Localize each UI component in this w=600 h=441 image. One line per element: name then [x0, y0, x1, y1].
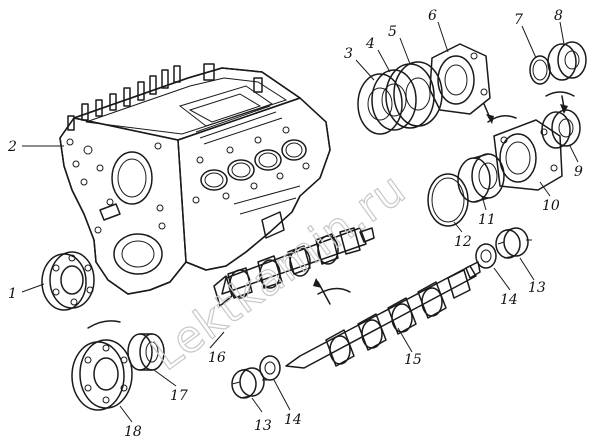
label-2: 2 [7, 139, 17, 155]
label-14-lower: 14 [284, 412, 302, 428]
assembly-bracket-2 [317, 287, 351, 295]
label-4: 4 [365, 36, 375, 52]
assembly-bracket-1 [87, 320, 121, 329]
label-13-lower: 13 [254, 418, 272, 434]
part-5-flange [385, 61, 443, 129]
part-15-crankshaft [285, 261, 481, 369]
label-3: 3 [344, 46, 353, 62]
cylinder-head-studs [67, 63, 263, 131]
part-17-roller-bearing [127, 333, 165, 371]
part-18-rear-bearing-cover [71, 339, 133, 411]
part-13-gear-lower [231, 367, 268, 399]
label-10: 10 [542, 198, 560, 214]
part-8-oil-seal [547, 41, 587, 81]
label-1: 1 [8, 286, 17, 302]
label-7: 7 [514, 12, 523, 28]
part-16-crankshaft-assembled [213, 227, 375, 307]
part-7-snap-ring [529, 55, 551, 85]
label-12: 12 [454, 234, 472, 250]
label-16: 16 [208, 350, 226, 366]
label-17: 17 [170, 388, 188, 404]
part-11-bearing [457, 153, 505, 203]
label-14-upper: 14 [500, 292, 518, 308]
part-13-gear-upper [495, 227, 532, 259]
label-8: 8 [554, 8, 563, 24]
part-1-front-bearing-cover [41, 251, 95, 311]
part-14-washer-lower [259, 355, 281, 381]
part-12-seal-ring [427, 173, 469, 227]
label-15: 15 [404, 352, 422, 368]
assembly-bracket-4 [545, 91, 575, 97]
part-14-washer-upper [475, 243, 497, 269]
part-3-gasket [357, 73, 403, 135]
label-13-upper: 13 [528, 280, 546, 296]
part-10-bearing-housing [493, 119, 563, 191]
engine-block [59, 63, 331, 295]
part-9-seal-cover [541, 109, 581, 149]
label-5: 5 [388, 24, 397, 40]
label-9: 9 [574, 164, 583, 180]
label-6: 6 [428, 8, 437, 24]
label-11: 11 [478, 212, 496, 228]
part-4-gasket [371, 69, 417, 131]
leader-lines [21, 21, 579, 423]
label-18: 18 [124, 424, 142, 440]
part-6-rear-cover [429, 43, 491, 115]
part-labels: 2 1 3 4 5 6 7 8 9 10 11 12 13 14 15 16 1… [7, 8, 583, 440]
